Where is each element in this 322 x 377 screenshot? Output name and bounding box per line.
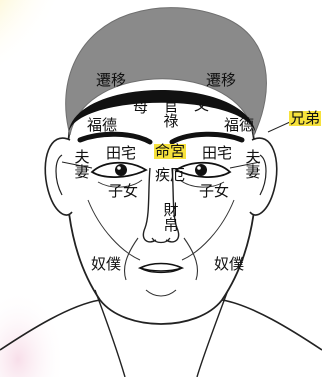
left-ear-inner [55, 154, 63, 196]
corner-glow [0, 0, 70, 90]
left-eyebrow [77, 131, 153, 145]
label-xiongdi: 兄弟 [289, 109, 322, 127]
right-ear [249, 137, 278, 216]
right-eyebrow [169, 131, 245, 145]
left-pupil [115, 164, 127, 176]
nose [142, 167, 180, 243]
label-fude-left: 福德 [87, 116, 118, 134]
hairline-band [68, 90, 256, 135]
label-fude-right: 福德 [224, 116, 255, 134]
neck [94, 289, 229, 377]
mouth [137, 262, 185, 272]
label-fuqi-left: 夫妻 [74, 148, 90, 181]
hair [65, 7, 267, 137]
label-fuqi-right: 夫妻 [245, 148, 261, 181]
pink-glow [0, 290, 60, 377]
label-nupu-right: 奴僕 [214, 255, 245, 273]
shoulders [0, 299, 322, 351]
label-caibo: 財帛 [163, 201, 179, 234]
label-qianyi-right: 遷移 [206, 71, 237, 89]
right-ear-inner [259, 154, 267, 196]
label-fu-father: 父 [194, 96, 210, 114]
label-tianzhai-right: 田宅 [202, 144, 233, 162]
label-jie: 疾厄 [155, 166, 186, 184]
label-mu: 母 [133, 98, 149, 116]
chin [145, 289, 177, 297]
fuqi-left-line [61, 161, 93, 169]
label-qianyi-left: 遷移 [96, 71, 127, 89]
label-zinu-left: 子女 [108, 182, 139, 200]
label-zinu-right: 子女 [199, 182, 230, 200]
label-tianzhai-left: 田宅 [106, 144, 137, 162]
xiongdi-line [267, 121, 291, 133]
label-guanlu: 官祿 [163, 97, 179, 130]
label-nupu-left: 奴僕 [91, 255, 122, 273]
fuqi-right-line [229, 161, 261, 169]
label-minggong: 命宮 [154, 142, 187, 160]
left-ear [44, 137, 73, 216]
right-pupil [195, 164, 207, 176]
